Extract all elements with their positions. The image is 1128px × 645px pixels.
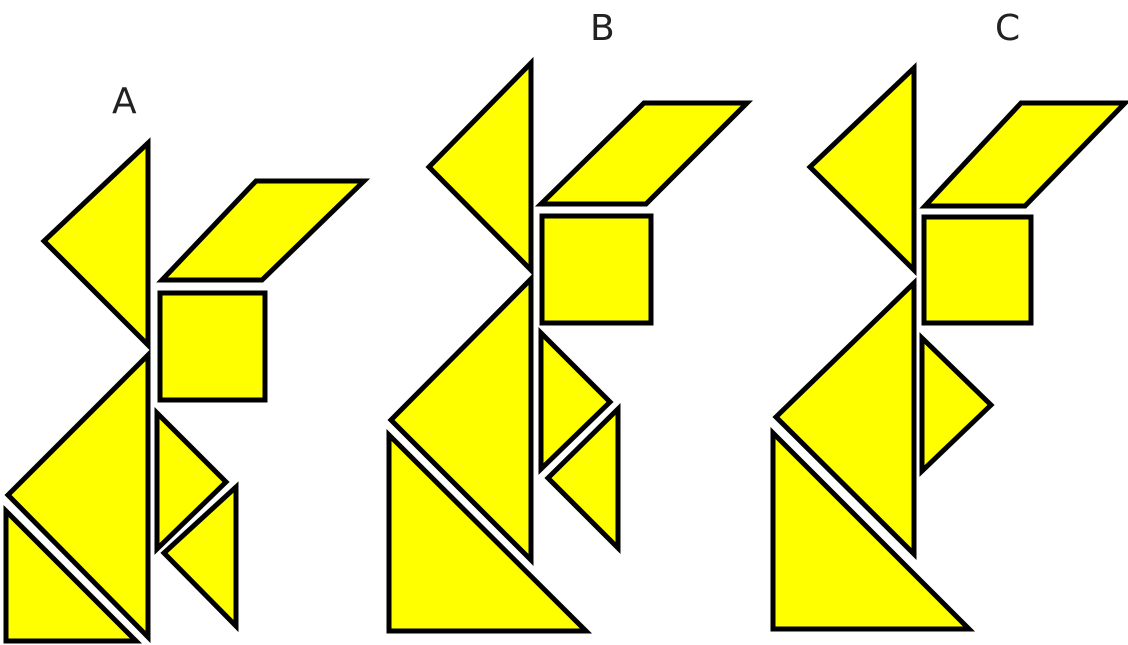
figure-b-top-triangle [429,63,531,270]
figure-c-square [924,217,1031,323]
figure-c-label: C [995,8,1020,49]
figure-c-small-triangle [922,338,991,471]
figure-a: A [6,81,364,641]
figure-b-square [542,216,651,323]
figure-a-square [160,293,265,400]
figure-a-label: A [112,81,137,122]
figure-c-parallelogram [925,103,1125,206]
figure-a-top-triangle [44,143,148,345]
figure-b-parallelogram [541,103,747,204]
figure-b: B [389,8,747,631]
figure-c-top-triangle [810,68,914,270]
figure-b-label: B [590,8,615,49]
figure-c: C [773,8,1125,629]
figure-a-parallelogram [162,181,364,280]
